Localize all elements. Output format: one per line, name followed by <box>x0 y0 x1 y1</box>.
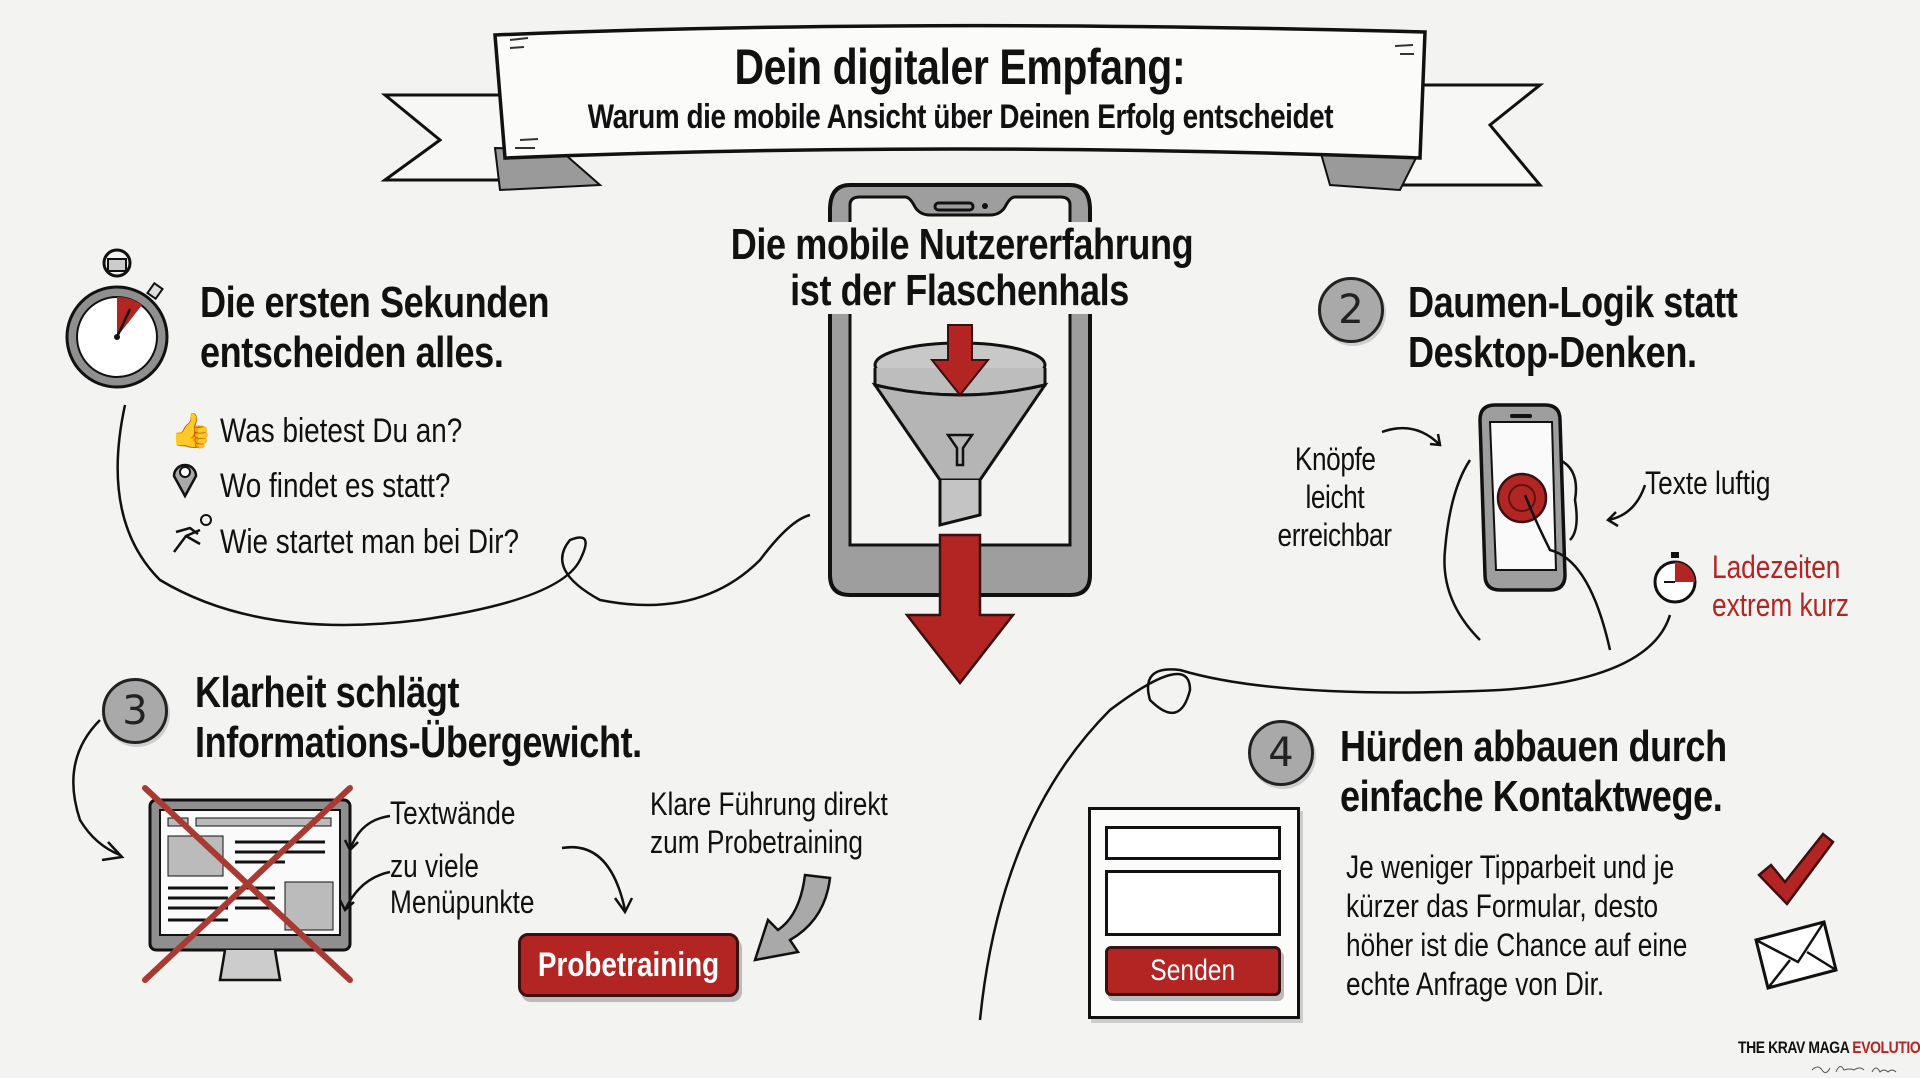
label-clear-guidance: Klare Führung direkt zum Probetraining <box>650 786 888 860</box>
running-person-icon <box>170 514 220 570</box>
center-heading: Die mobile Nutzererfahrung ist der Flasc… <box>680 222 1240 314</box>
step-number-badge: 2 <box>1318 277 1384 343</box>
message-field[interactable] <box>1105 870 1281 936</box>
send-button[interactable]: Senden <box>1105 946 1281 996</box>
banner-subtitle: Warum die mobile Ansicht über Deinen Erf… <box>587 98 1333 136</box>
arrow-to-hand <box>1605 484 1647 528</box>
label-too-many-menus: zu viele Menüpunkte <box>390 848 535 920</box>
arrow-down-icon <box>904 533 1016 686</box>
small-stopwatch-icon <box>1653 552 1697 604</box>
cluttered-desktop-icon <box>142 785 353 983</box>
section4-body: Je weniger Tipparbeit und je kürzer das … <box>1346 849 1688 1002</box>
label-loading-fast: Ladezeiten extrem kurz <box>1712 549 1850 623</box>
funnel-in-arrow-icon <box>929 324 991 397</box>
thumbs-up-icon: 👍 <box>170 412 213 450</box>
label-textwalls: Textwände <box>390 795 516 831</box>
contact-form: Senden <box>1088 807 1300 1019</box>
hand-phone-icon <box>1443 403 1612 651</box>
section2-heading: Daumen-Logik statt Desktop-Denken. <box>1408 278 1738 377</box>
banner-title: Dein digitaler Empfang: <box>734 39 1186 95</box>
list-item: Wo findet es statt? <box>170 458 585 514</box>
brand-logo: THE KRAV MAGA EVOLUTION <box>1738 1038 1920 1057</box>
checkmark-icon <box>1757 832 1835 906</box>
section3-heading: Klarheit schlägt Informations-Übergewich… <box>195 668 642 767</box>
label-texts-airy: Texte luftig <box>1645 465 1771 501</box>
arrow-to-phone <box>1381 426 1442 447</box>
pointer-arrows <box>338 814 391 913</box>
section1-list: 👍 Was bietest Du an? Wo findet es statt?… <box>170 405 585 570</box>
list-item: Wie startet man bei Dir? <box>170 514 585 570</box>
section1-heading: Die ersten Sekunden entscheiden alles. <box>200 278 550 377</box>
list-item: 👍 Was bietest Du an? <box>170 405 585 458</box>
label-buttons-reachable: Knöpfe leicht erreichbar <box>1277 441 1393 553</box>
arrow-to-cta <box>561 845 634 915</box>
title-banner <box>380 23 1545 192</box>
probetraining-button[interactable]: Probetraining <box>518 933 739 997</box>
section4-heading: Hürden abbauen durch einfache Kontaktweg… <box>1340 722 1727 821</box>
gray-arrow-icon <box>753 873 832 962</box>
envelope-icon <box>1754 920 1838 990</box>
location-pin-icon <box>170 458 220 514</box>
name-field[interactable] <box>1105 826 1281 860</box>
step-number-badge: 3 <box>102 678 168 744</box>
signature-icon <box>1811 1066 1897 1074</box>
stopwatch-icon <box>65 248 169 389</box>
step-number-badge: 4 <box>1248 720 1314 786</box>
